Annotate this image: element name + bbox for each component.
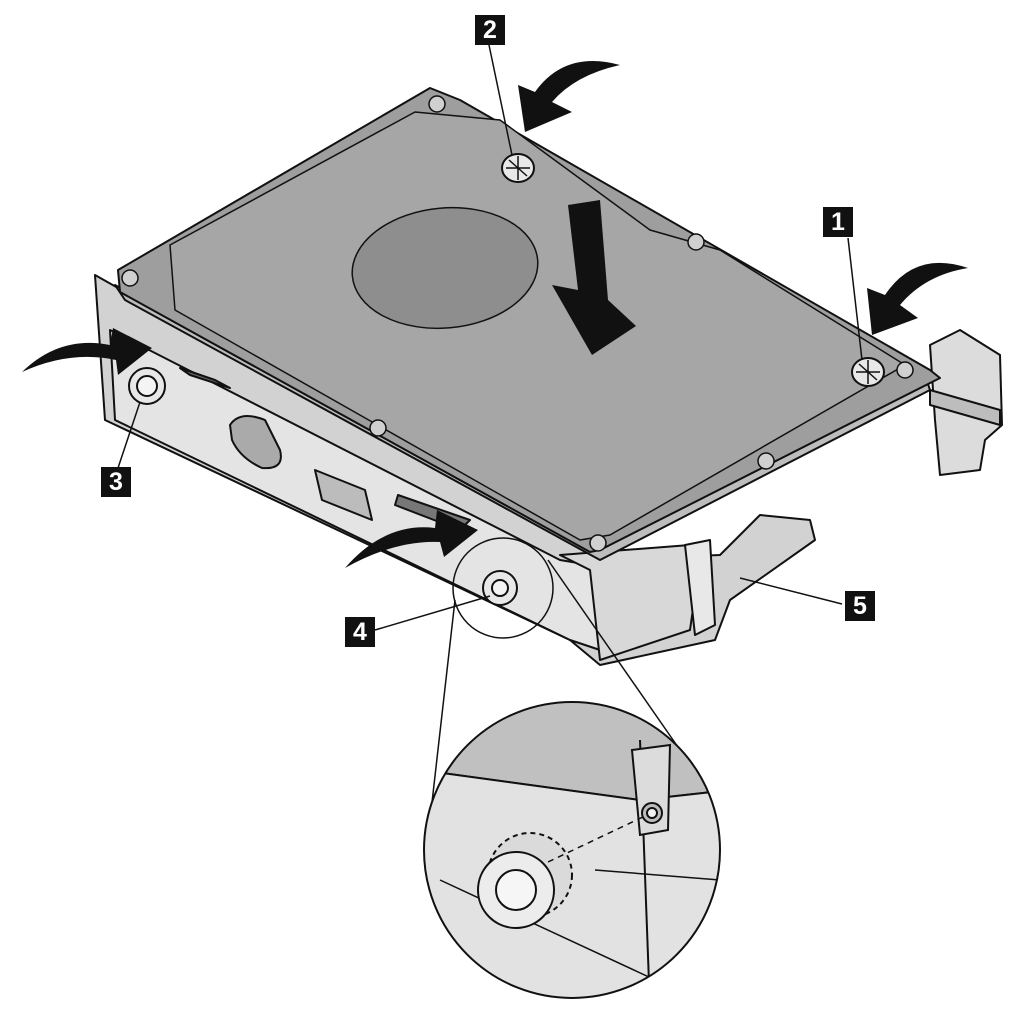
callout-3-label: 3 bbox=[109, 468, 123, 496]
callout-2: 2 bbox=[475, 15, 505, 45]
callout-1: 1 bbox=[823, 207, 853, 237]
arrow-curved-pin4 bbox=[345, 510, 478, 568]
motion-arrows bbox=[22, 61, 968, 568]
callout-5-label: 5 bbox=[853, 592, 867, 620]
callout-1-label: 1 bbox=[831, 208, 845, 236]
detail-source-circle bbox=[452, 537, 554, 639]
drive-bracket bbox=[94, 274, 1003, 666]
leader-lines bbox=[117, 44, 863, 631]
detail-inset bbox=[423, 701, 721, 999]
bracket-pins bbox=[128, 153, 885, 606]
callout-5: 5 bbox=[845, 591, 875, 621]
callout-4-label: 4 bbox=[353, 618, 367, 646]
drive-screws bbox=[121, 95, 914, 552]
arrow-curved-pin2 bbox=[518, 61, 620, 133]
pin-1 bbox=[851, 357, 885, 387]
pin-4 bbox=[482, 570, 518, 606]
pin-2 bbox=[501, 153, 535, 183]
callout-4: 4 bbox=[345, 617, 375, 647]
pin-3 bbox=[128, 367, 166, 405]
arrow-curved-pin1 bbox=[867, 262, 968, 335]
callout-2-label: 2 bbox=[483, 16, 497, 44]
hard-drive bbox=[114, 87, 941, 561]
arrow-curved-pin3 bbox=[22, 328, 152, 375]
arrow-down bbox=[552, 200, 636, 355]
callout-3: 3 bbox=[101, 467, 131, 497]
